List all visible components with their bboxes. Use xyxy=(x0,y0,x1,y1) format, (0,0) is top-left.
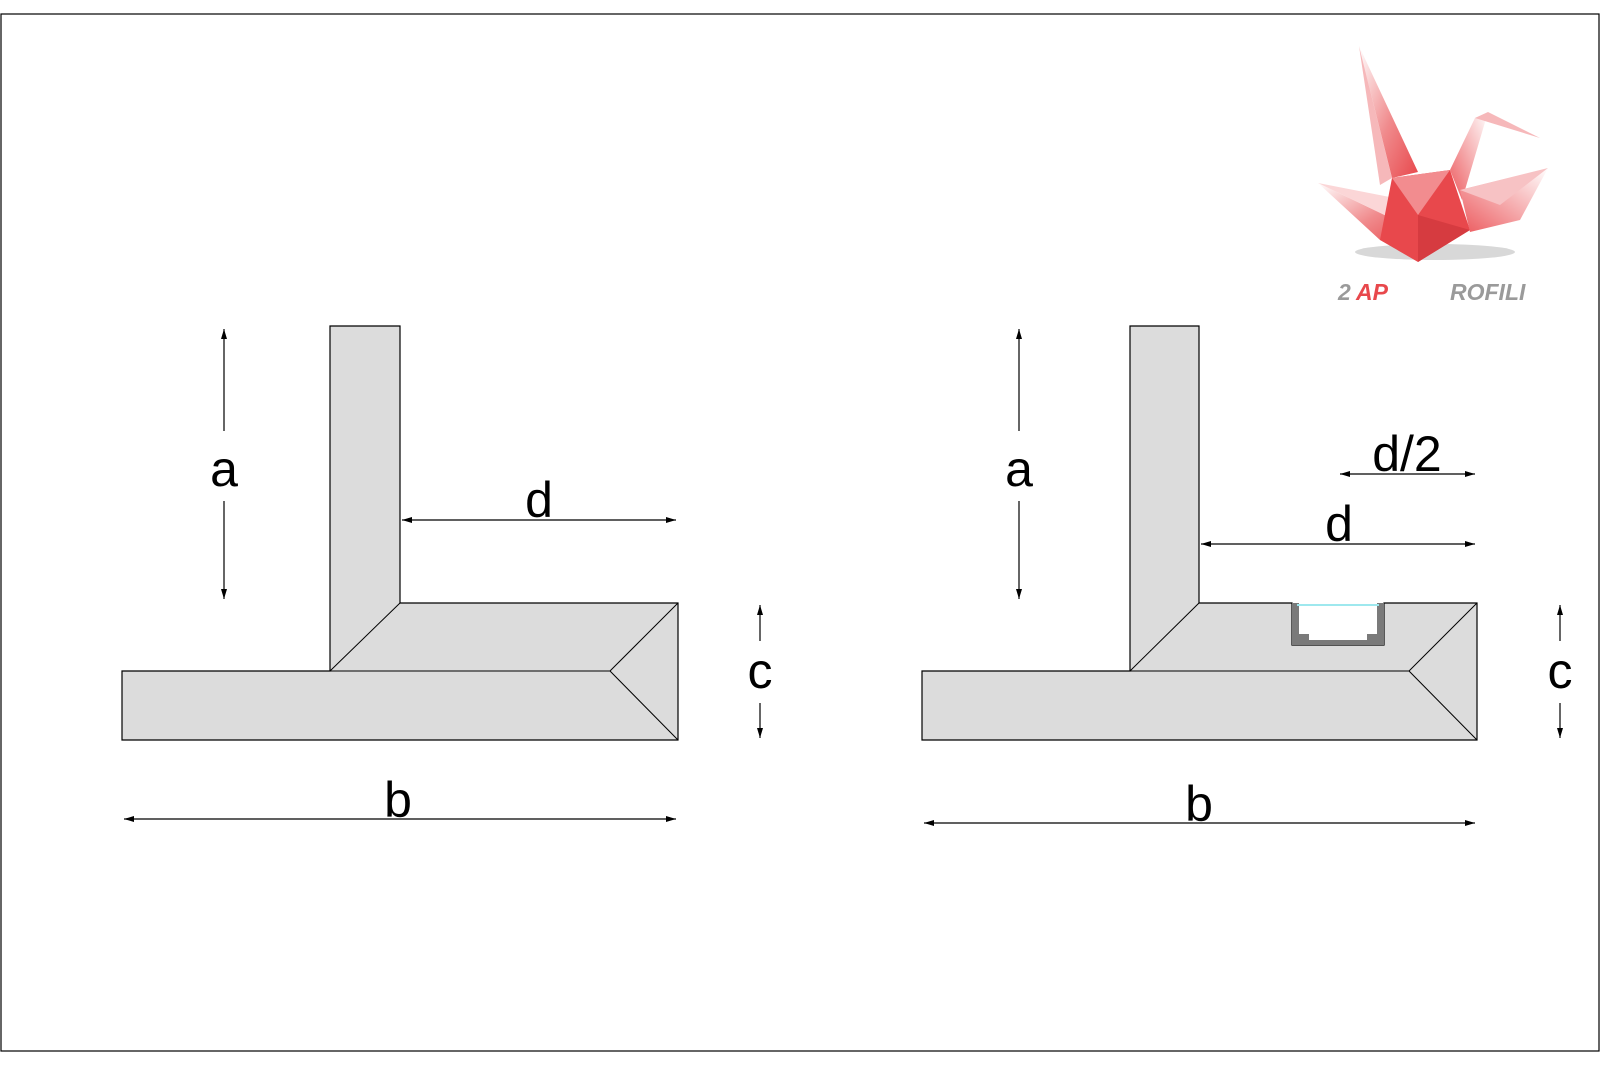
left-profile: a d c b xyxy=(121,325,773,828)
left-profile-miter-line xyxy=(609,670,679,741)
right-label-d: d xyxy=(1325,496,1353,552)
left-label-a: a xyxy=(210,441,238,497)
left-profile-shape xyxy=(121,325,679,741)
right-label-b: b xyxy=(1185,776,1213,832)
logo-text-suffix: ROFILI xyxy=(1450,279,1526,305)
origami-crane-icon xyxy=(1318,46,1548,262)
right-profile: a d/2 d c b xyxy=(921,325,1573,832)
left-profile-miter-line xyxy=(329,602,401,672)
led-channel xyxy=(1292,603,1384,645)
right-profile-miter-line xyxy=(1408,670,1478,741)
left-label-b: b xyxy=(384,772,412,828)
drawing-frame xyxy=(0,13,1600,1052)
company-logo: 2 AP ROFILI xyxy=(1318,46,1548,305)
right-label-d-half: d/2 xyxy=(1372,426,1442,482)
left-label-d: d xyxy=(525,472,553,528)
right-label-c: c xyxy=(1548,643,1573,699)
logo-text-prefix: 2 xyxy=(1337,279,1351,305)
right-label-a: a xyxy=(1005,441,1033,497)
right-profile-miter-line xyxy=(1129,602,1200,672)
left-label-c: c xyxy=(748,643,773,699)
logo-text-mark: AP xyxy=(1355,279,1389,305)
right-profile-miter-line xyxy=(1408,602,1478,672)
right-profile-shape xyxy=(921,325,1478,741)
left-profile-miter-line xyxy=(609,602,679,672)
